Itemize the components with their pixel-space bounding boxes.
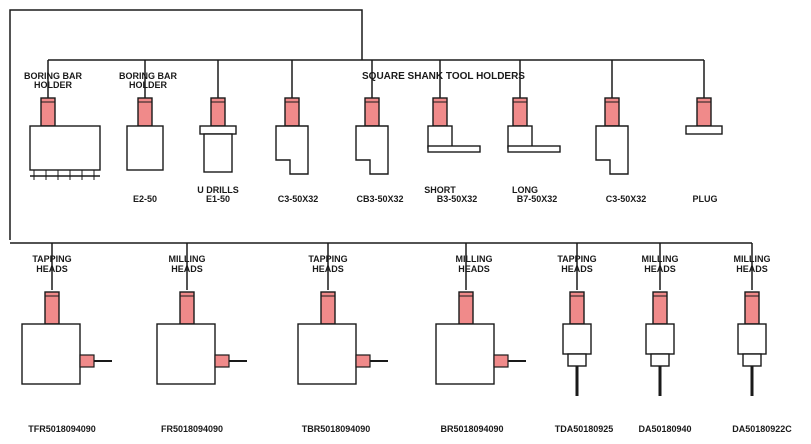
top-tool-7-body-bar bbox=[507, 145, 561, 153]
top-tool-7 bbox=[507, 60, 561, 153]
bottom-label-1-line2: HEADS bbox=[36, 264, 68, 274]
top-tool-2 bbox=[126, 60, 164, 171]
bottom-label-7-line1: MILLING bbox=[734, 254, 771, 264]
top-label-1-line1: BORING BAR bbox=[24, 71, 82, 81]
bottom-tool-6-shank bbox=[652, 291, 668, 325]
bottom-tool-6-body bbox=[645, 323, 675, 355]
top-label-1-line2: HOLDER bbox=[34, 80, 73, 90]
bottom-label-6-line2: HEADS bbox=[644, 264, 676, 274]
connector-lines bbox=[9, 9, 752, 244]
top-label-2-line2: HOLDER bbox=[129, 80, 168, 90]
top-tool-1 bbox=[29, 60, 101, 180]
top-code-9: PLUG bbox=[692, 194, 717, 204]
group-title: SQUARE SHANK TOOL HOLDERS bbox=[362, 71, 525, 82]
bottom-code-5: TDA50180925 bbox=[555, 424, 614, 434]
bottom-tool-1-body bbox=[21, 323, 81, 385]
bottom-tool-5-shank bbox=[569, 291, 585, 325]
bottom-code-6: DA50180940 bbox=[638, 424, 691, 434]
top-code-2: E2-50 bbox=[133, 194, 157, 204]
bottom-tool-6-body-nut bbox=[650, 353, 670, 367]
bottom-tool-2-shank bbox=[179, 291, 195, 325]
bottom-tool-1-body-spindle bbox=[79, 354, 95, 368]
bottom-row-tools bbox=[21, 243, 767, 396]
top-tool-6-body-bar bbox=[427, 145, 481, 153]
top-tool-1-body bbox=[29, 125, 101, 171]
top-code-6: B3-50X32 bbox=[437, 194, 478, 204]
bottom-tool-2-body bbox=[156, 323, 216, 385]
bottom-tool-1-shank bbox=[44, 291, 60, 325]
top-tool-6-body bbox=[427, 125, 453, 149]
bottom-label-4-line2: HEADS bbox=[458, 264, 490, 274]
top-tool-9 bbox=[685, 60, 723, 135]
bottom-label-2-line2: HEADS bbox=[171, 264, 203, 274]
top-tool-8 bbox=[595, 60, 629, 175]
bottom-code-1: TFR5018094090 bbox=[28, 424, 96, 434]
bottom-label-5-line2: HEADS bbox=[561, 264, 593, 274]
bottom-label-3-line1: TAPPING bbox=[308, 254, 347, 264]
bottom-label-7-line2: HEADS bbox=[736, 264, 768, 274]
top-tool-5 bbox=[355, 60, 389, 175]
top-tool-6 bbox=[427, 60, 481, 153]
bottom-label-3-line2: HEADS bbox=[312, 264, 344, 274]
bottom-tool-3-shank bbox=[320, 291, 336, 325]
top-tool-3-body bbox=[203, 133, 233, 173]
bottom-tool-5-body bbox=[562, 323, 592, 355]
bottom-label-1-line1: TAPPING bbox=[32, 254, 71, 264]
top-code-5: CB3-50X32 bbox=[356, 194, 403, 204]
top-tool-3-body-flange bbox=[199, 125, 237, 135]
top-label-3: U DRILLS bbox=[197, 185, 239, 195]
bottom-tool-3-body bbox=[297, 323, 357, 385]
bottom-code-7: DA50180922C bbox=[732, 424, 792, 434]
bottom-tool-4-body bbox=[435, 323, 495, 385]
bottom-tool-3 bbox=[297, 243, 388, 385]
bottom-tool-3-body-spindle bbox=[355, 354, 371, 368]
top-tool-4 bbox=[275, 60, 309, 175]
top-tool-9-body bbox=[685, 125, 723, 135]
bottom-tool-4 bbox=[435, 243, 526, 385]
top-code-8: C3-50X32 bbox=[606, 194, 647, 204]
bottom-code-4: BR5018094090 bbox=[440, 424, 503, 434]
bottom-label-2-line1: MILLING bbox=[169, 254, 206, 264]
bottom-tool-4-shank bbox=[458, 291, 474, 325]
top-tool-3 bbox=[199, 60, 237, 173]
top-frame-line bbox=[9, 9, 363, 240]
bottom-tool-2 bbox=[156, 243, 247, 385]
bottom-code-3: TBR5018094090 bbox=[302, 424, 371, 434]
top-label-7: LONG bbox=[512, 185, 538, 195]
bottom-tool-6 bbox=[645, 243, 675, 396]
top-code-3: E1-50 bbox=[206, 194, 230, 204]
bottom-tool-5 bbox=[562, 243, 592, 396]
bottom-label-6-line1: MILLING bbox=[642, 254, 679, 264]
bottom-tool-7-body-nut bbox=[742, 353, 762, 367]
top-tool-8-body bbox=[595, 125, 629, 175]
top-code-4: C3-50X32 bbox=[278, 194, 319, 204]
top-tool-5-body bbox=[355, 125, 389, 175]
top-tool-4-body bbox=[275, 125, 309, 175]
bottom-label-4-line1: MILLING bbox=[456, 254, 493, 264]
top-label-2-line1: BORING BAR bbox=[119, 71, 177, 81]
bottom-code-2: FR5018094090 bbox=[161, 424, 223, 434]
bottom-tool-1 bbox=[21, 243, 112, 385]
bottom-tool-4-body-spindle bbox=[493, 354, 509, 368]
top-tool-7-body bbox=[507, 125, 533, 149]
bottom-tool-7 bbox=[737, 243, 767, 396]
top-row-tools bbox=[29, 60, 723, 180]
bottom-tool-5-body-nut bbox=[567, 353, 587, 367]
bottom-tool-2-body-spindle bbox=[214, 354, 230, 368]
top-code-7: B7-50X32 bbox=[517, 194, 558, 204]
bottom-tool-7-body bbox=[737, 323, 767, 355]
top-tool-2-body bbox=[126, 125, 164, 171]
top-label-6: SHORT bbox=[424, 185, 456, 195]
bottom-tool-7-shank bbox=[744, 291, 760, 325]
bottom-label-5-line1: TAPPING bbox=[557, 254, 596, 264]
